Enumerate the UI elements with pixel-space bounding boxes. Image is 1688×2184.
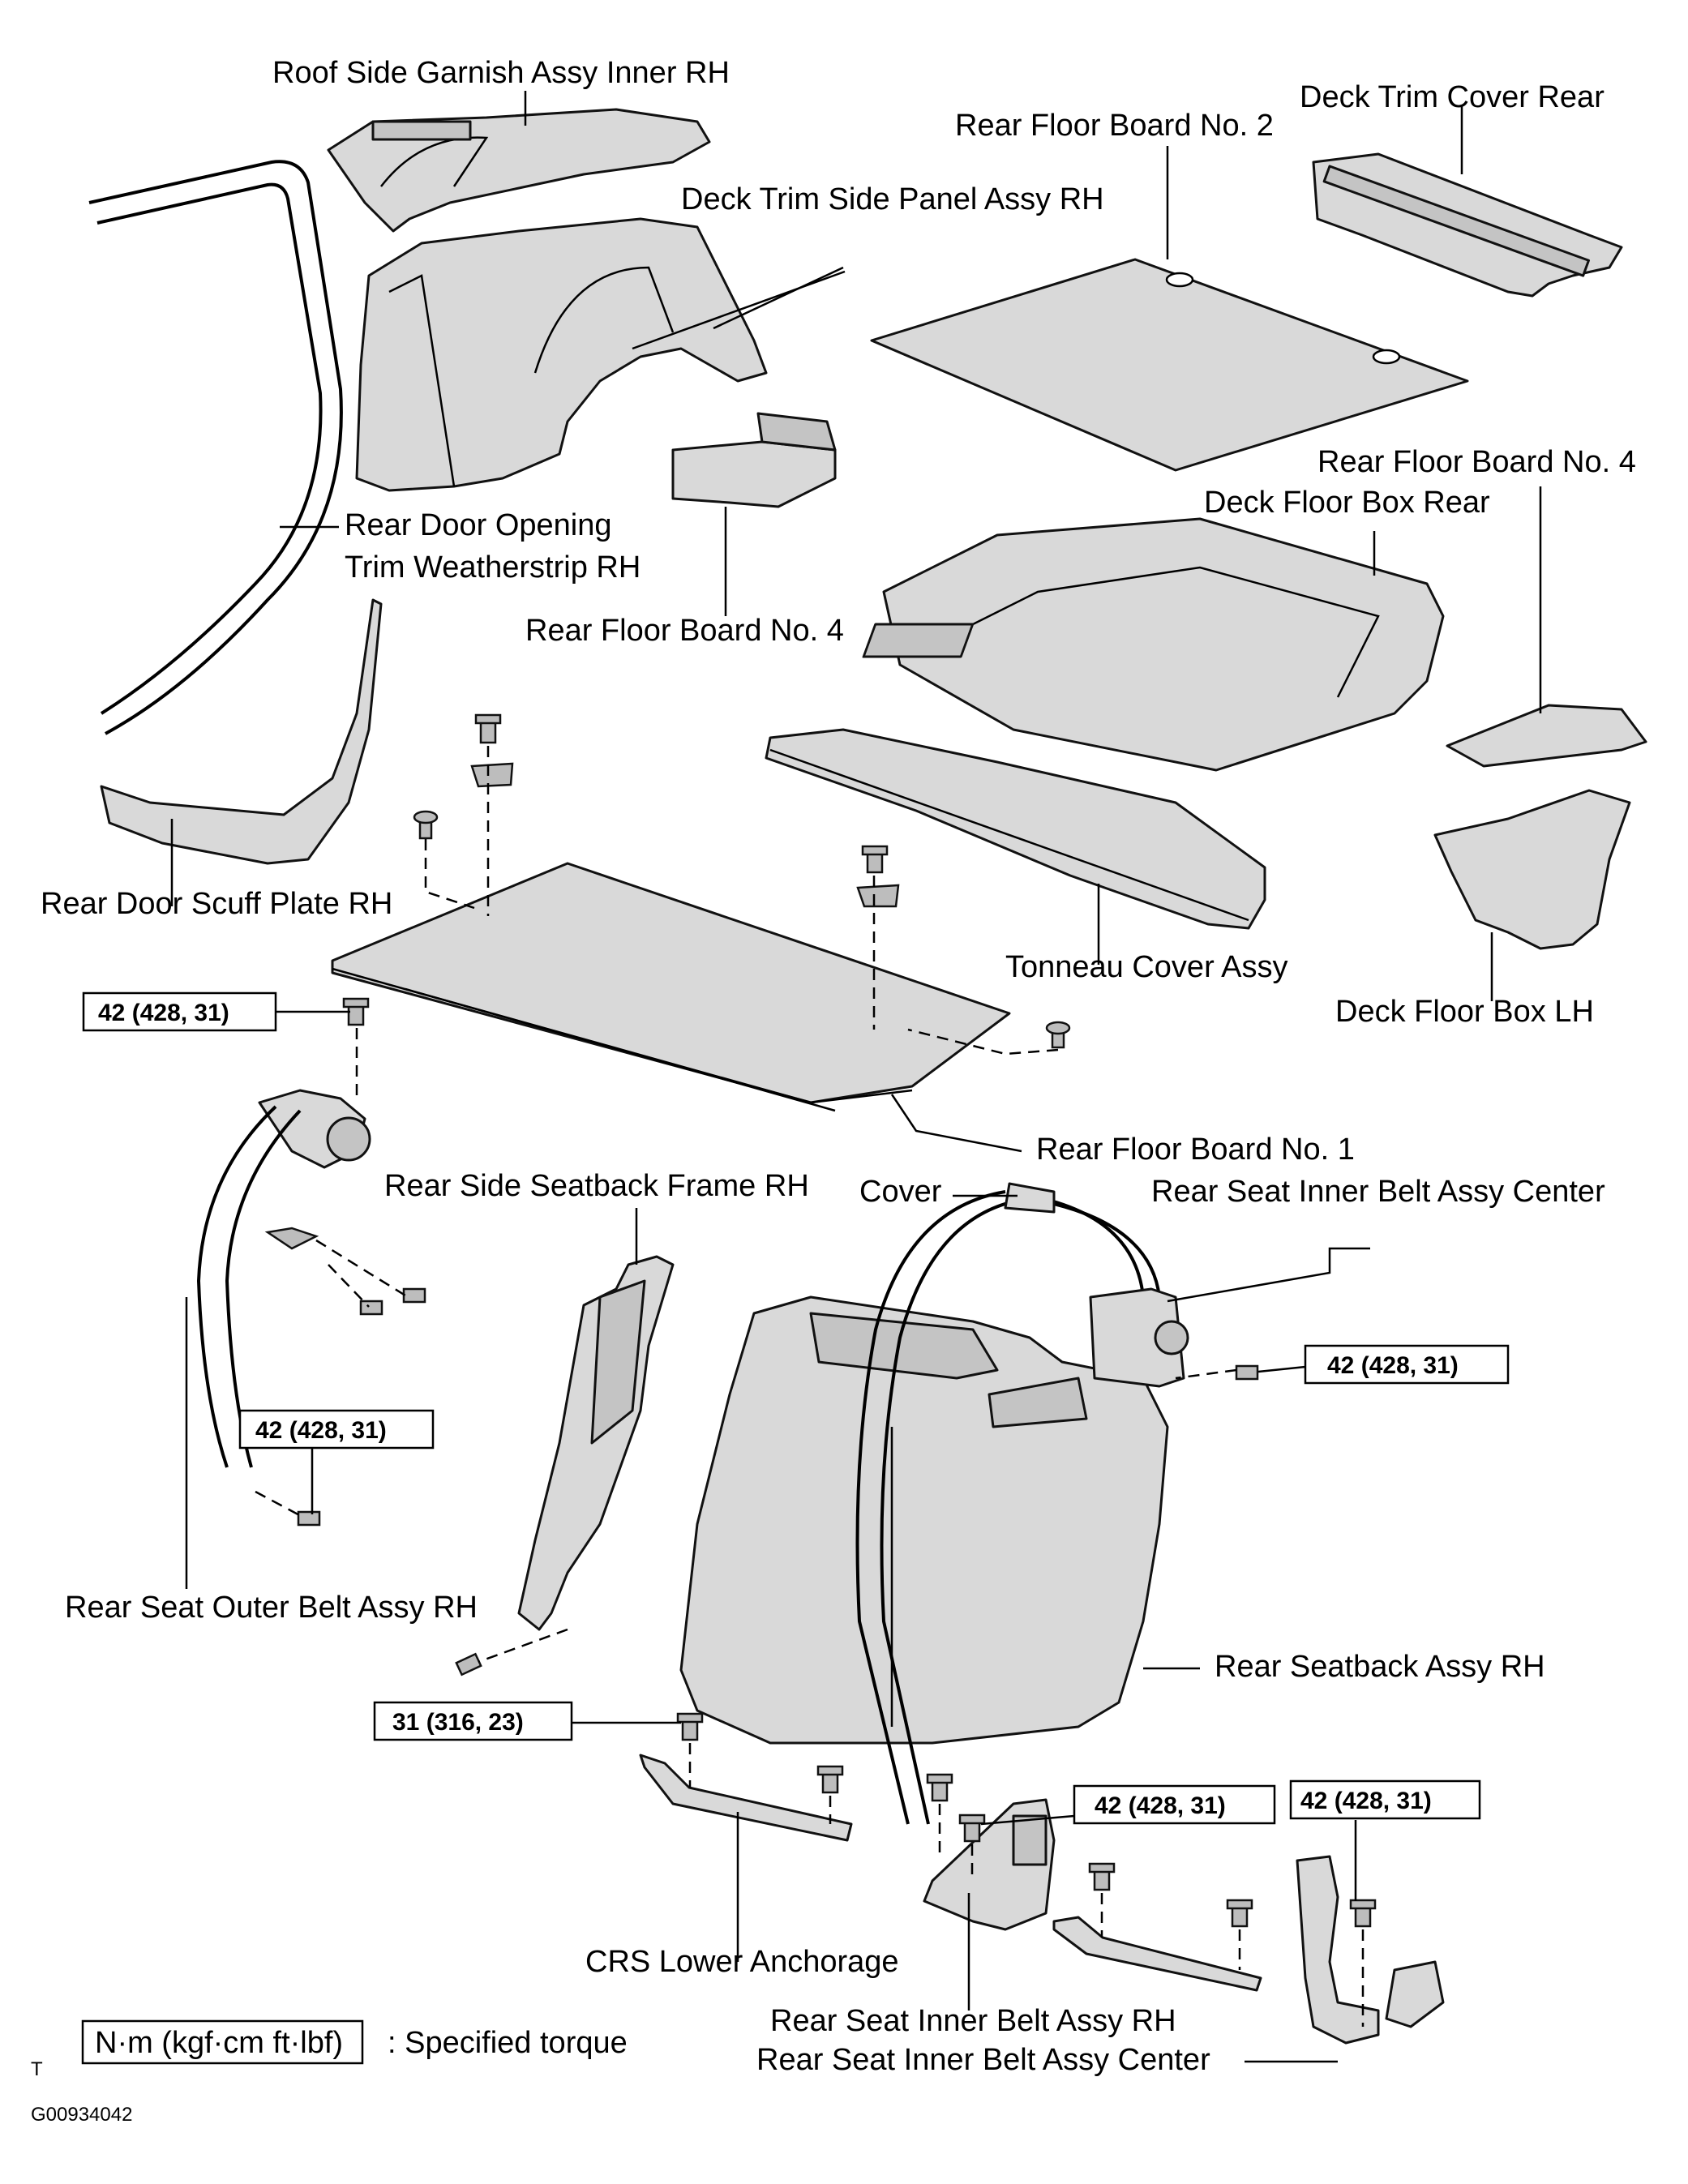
rear-seat-inner-belt-rh-part	[923, 1798, 1056, 1931]
label-deck-floor-box-lh: Deck Floor Box LH	[1335, 995, 1594, 1029]
deck-trim-side-panel-part	[355, 217, 768, 492]
torque-value: 42 (428, 31)	[1300, 1788, 1432, 1814]
rear-seat-inner-belt-center-bottom-part	[1296, 1855, 1445, 2045]
torque-value: 42 (428, 31)	[1095, 1792, 1226, 1819]
torque-value: 42 (428, 31)	[255, 1417, 387, 1444]
rear-floor-board-no1-part	[331, 862, 1011, 1112]
label-rear-seat-outer-belt: Rear Seat Outer Belt Assy RH	[65, 1591, 478, 1625]
rear-seat-outer-belt-part	[196, 1089, 371, 1468]
label-rear-door-scuff-plate: Rear Door Scuff Plate RH	[41, 887, 392, 921]
footer-mark: T	[31, 2058, 43, 2080]
legend-unit-box: N·m (kgf·cm ft·lbf)	[95, 2026, 343, 2060]
label-rear-seat-inner-belt-center-bottom: Rear Seat Inner Belt Assy Center	[756, 2043, 1210, 2077]
torque-legend: N·m (kgf·cm ft·lbf) : Specified torque	[81, 2019, 628, 2065]
tonneau-cover-part	[765, 728, 1266, 930]
torque-box-1: 42 (428, 31)	[82, 991, 277, 1032]
label-rear-floor-board-no1: Rear Floor Board No. 1	[1036, 1133, 1355, 1167]
label-cover: Cover	[859, 1175, 942, 1209]
torque-value: 42 (428, 31)	[1327, 1352, 1459, 1379]
label-crs-lower-anchorage: CRS Lower Anchorage	[585, 1945, 899, 1979]
torque-value: 42 (428, 31)	[98, 1000, 229, 1026]
figure-code: G00934042	[31, 2104, 132, 2126]
label-rear-side-seatback-frame: Rear Side Seatback Frame RH	[384, 1169, 809, 1203]
label-rear-seat-inner-belt-center-top: Rear Seat Inner Belt Assy Center	[1151, 1175, 1605, 1209]
legend-unit-text: : Specified torque	[388, 2026, 628, 2060]
deck-floor-box-rear-part	[862, 517, 1445, 772]
deck-floor-box-lh-part	[1433, 789, 1631, 950]
rear-door-scuff-plate-part	[100, 598, 383, 865]
rear-floor-board-no4-left-part	[671, 412, 837, 508]
label-rear-floor-board-no2: Rear Floor Board No. 2	[955, 109, 1274, 143]
weatherstrip-part	[88, 160, 343, 735]
rear-floor-board-no4-right-part	[1446, 704, 1647, 768]
torque-box-5: 42 (428, 31)	[1073, 1784, 1276, 1825]
rear-side-seatback-frame-part	[517, 1255, 675, 1631]
deck-trim-cover-rear-part	[1312, 152, 1623, 298]
label-deck-trim-side-panel: Deck Trim Side Panel Assy RH	[681, 182, 1104, 216]
label-rear-seat-inner-belt-rh: Rear Seat Inner Belt Assy RH	[770, 2004, 1176, 2038]
label-rear-floor-board-no4-right: Rear Floor Board No. 4	[1317, 445, 1636, 479]
torque-box-4: 31 (316, 23)	[373, 1701, 573, 1741]
roof-side-garnish-part	[327, 108, 711, 233]
label-rear-door-opening-2: Trim Weatherstrip RH	[345, 550, 640, 585]
label-roof-side-garnish: Roof Side Garnish Assy Inner RH	[272, 56, 730, 90]
label-rear-seatback-assy: Rear Seatback Assy RH	[1215, 1650, 1545, 1684]
leader-lines	[170, 91, 1542, 2063]
label-rear-door-opening-1: Rear Door Opening	[345, 508, 612, 542]
torque-box-2: 42 (428, 31)	[238, 1409, 435, 1450]
label-tonneau-cover: Tonneau Cover Assy	[1005, 950, 1288, 984]
crs-bracket-2-part	[1052, 1916, 1262, 1992]
torque-box-3: 42 (428, 31)	[1304, 1344, 1510, 1385]
torque-value: 31 (316, 23)	[392, 1709, 524, 1736]
crs-lower-anchorage-part	[639, 1754, 853, 1842]
torque-box-6: 42 (428, 31)	[1289, 1779, 1481, 1820]
rear-seat-inner-belt-center-part	[855, 1182, 1189, 1825]
label-deck-floor-box-rear: Deck Floor Box Rear	[1204, 486, 1490, 520]
label-deck-trim-cover-rear: Deck Trim Cover Rear	[1300, 80, 1604, 114]
label-rear-floor-board-no4-left: Rear Floor Board No. 4	[525, 614, 844, 648]
rear-floor-board-no2-part	[870, 258, 1469, 472]
rear-seatback-assy-part	[679, 1295, 1169, 1745]
assembly-dashed-lines	[255, 746, 1365, 2027]
bolts	[264, 713, 1377, 1928]
